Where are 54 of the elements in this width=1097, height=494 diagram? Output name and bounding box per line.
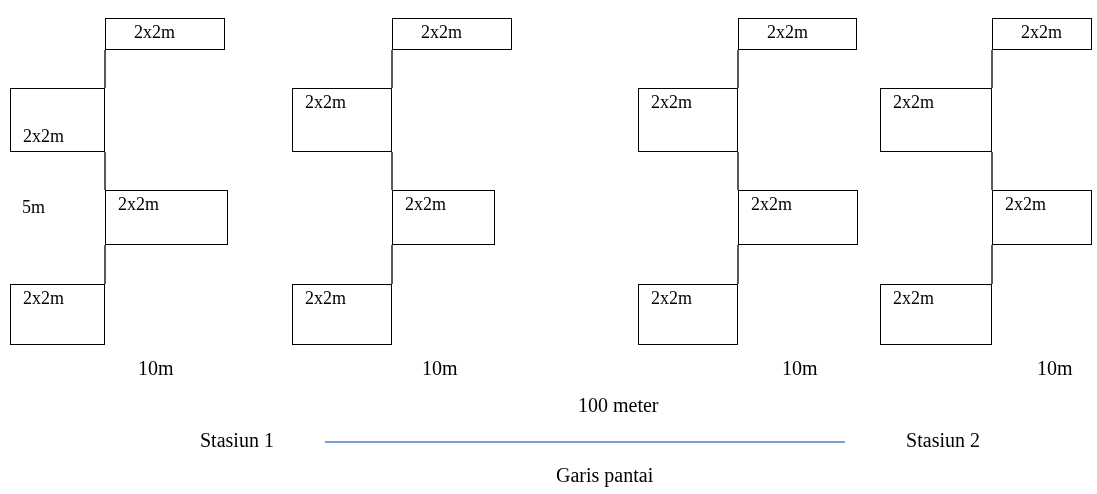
quadrat-box [638, 284, 738, 345]
quadrat-box [10, 88, 105, 152]
quadrat-size-label: 2x2m [421, 23, 462, 43]
quadrat-box [880, 88, 992, 152]
quadrat-size-label: 2x2m [134, 23, 175, 43]
quadrat-size-label: 2x2m [893, 93, 934, 113]
quadrat-size-label: 2x2m [23, 127, 64, 147]
quadrat-size-label: 2x2m [767, 23, 808, 43]
transect-line [104, 151, 106, 191]
transect-line [737, 49, 739, 89]
shoreline-label: Garis pantai [556, 464, 654, 486]
quadrat-size-label: 2x2m [305, 93, 346, 113]
transect-line [391, 151, 393, 191]
quadrat-box [392, 18, 512, 50]
transect-line [991, 151, 993, 191]
quadrat-size-label: 2x2m [651, 289, 692, 309]
quadrat-size-label: 2x2m [1005, 195, 1046, 215]
quadrat-size-label: 2x2m [23, 289, 64, 309]
transect-line [737, 151, 739, 191]
quadrat-box [638, 88, 738, 152]
quadrat-box [292, 88, 392, 152]
transect-line [991, 244, 993, 285]
transect-line [991, 49, 993, 89]
quadrat-box [10, 284, 105, 345]
quadrat-box [738, 18, 857, 50]
quadrat-box [880, 284, 992, 345]
station-label: Stasiun 1 [200, 429, 274, 451]
quadrat-size-label: 2x2m [118, 195, 159, 215]
dimension-label: 10m [138, 357, 174, 379]
transect-line [391, 244, 393, 285]
quadrat-size-label: 2x2m [651, 93, 692, 113]
transect-line [104, 49, 106, 89]
quadrat-box [992, 190, 1092, 245]
quadrat-box [105, 18, 225, 50]
quadrat-box [292, 284, 392, 345]
shoreline [324, 441, 846, 443]
quadrat-size-label: 2x2m [1021, 23, 1062, 43]
quadrat-size-label: 2x2m [305, 289, 346, 309]
dimension-label: 10m [782, 357, 818, 379]
transect-line [737, 244, 739, 285]
station-label: Stasiun 2 [906, 429, 980, 451]
transect-line [391, 49, 393, 89]
dimension-label: 5m [22, 198, 45, 218]
distance-label: 100 meter [578, 394, 659, 416]
quadrat-box [992, 18, 1092, 50]
quadrat-box [738, 190, 858, 245]
transect-line [104, 244, 106, 285]
quadrat-box [392, 190, 495, 245]
quadrat-size-label: 2x2m [751, 195, 792, 215]
quadrat-size-label: 2x2m [405, 195, 446, 215]
dimension-label: 10m [1037, 357, 1073, 379]
dimension-label: 10m [422, 357, 458, 379]
quadrat-box [105, 190, 228, 245]
quadrat-size-label: 2x2m [893, 289, 934, 309]
